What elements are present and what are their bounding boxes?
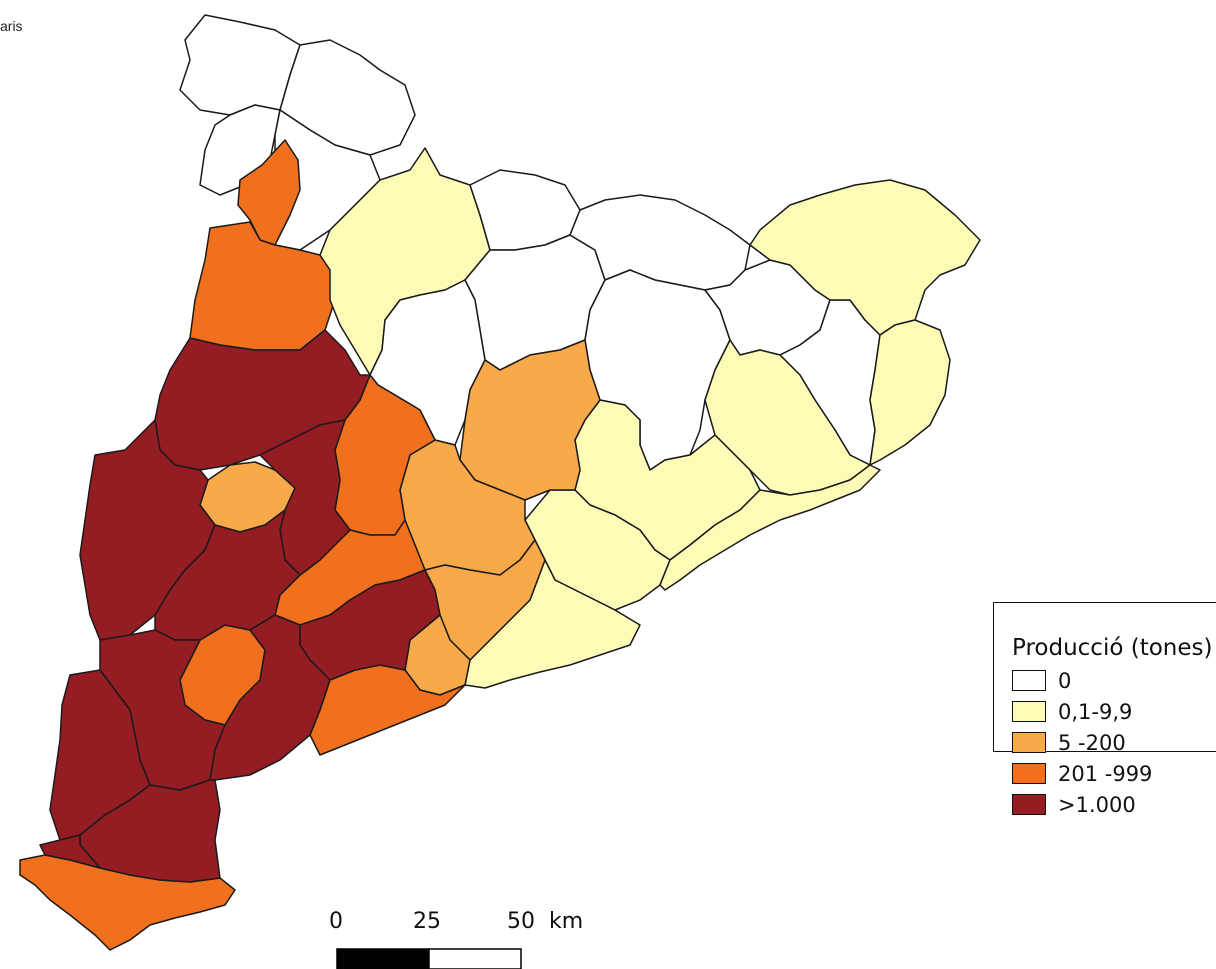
legend-item-3: 201 -999 bbox=[1012, 758, 1216, 789]
legend-item-0: 0 bbox=[1012, 665, 1216, 696]
scale-bar bbox=[336, 948, 522, 969]
legend-title: Producció (tones) bbox=[1012, 635, 1213, 661]
legend-label-3: 201 -999 bbox=[1058, 761, 1153, 786]
region-east-yellow-1 bbox=[749, 179, 981, 336]
region-east-yellow-2 bbox=[869, 319, 951, 466]
legend-item-2: 5 -200 bbox=[1012, 727, 1216, 758]
legend-label-1: 0,1-9,9 bbox=[1058, 699, 1133, 724]
map-legend: Producció (tones) 0 0,1-9,9 5 -200 201 -… bbox=[993, 602, 1216, 817]
region-dark-3 bbox=[259, 419, 351, 576]
legend-item-4: >1.000 bbox=[1012, 789, 1216, 820]
region-dark-7 bbox=[209, 614, 331, 781]
scale-bar-black-segment bbox=[336, 948, 430, 969]
scale-tick-50: 50 bbox=[507, 909, 535, 934]
region-west-orange-2 bbox=[189, 221, 336, 351]
legend-label-4: >1.000 bbox=[1058, 792, 1136, 817]
legend-item-1: 0,1-9,9 bbox=[1012, 696, 1216, 727]
legend-swatch-2 bbox=[1012, 732, 1046, 753]
region-dark-5 bbox=[299, 569, 441, 681]
legend-swatch-0 bbox=[1012, 670, 1046, 691]
scale-tick-25: 25 bbox=[413, 909, 441, 934]
corner-label: aris bbox=[0, 18, 23, 34]
region-coast-yellow-2 bbox=[659, 464, 881, 591]
legend-swatch-1 bbox=[1012, 701, 1046, 722]
legend-label-0: 0 bbox=[1058, 668, 1072, 693]
region-dark-10 bbox=[39, 834, 101, 869]
scale-unit: km bbox=[549, 909, 584, 934]
legend-swatch-3 bbox=[1012, 763, 1046, 784]
scale-bar-white-segment bbox=[428, 948, 522, 969]
legend-label-2: 5 -200 bbox=[1058, 730, 1126, 755]
scale-tick-0: 0 bbox=[329, 909, 343, 934]
region-north-white-1 bbox=[179, 14, 301, 116]
legend-swatch-4 bbox=[1012, 794, 1046, 815]
